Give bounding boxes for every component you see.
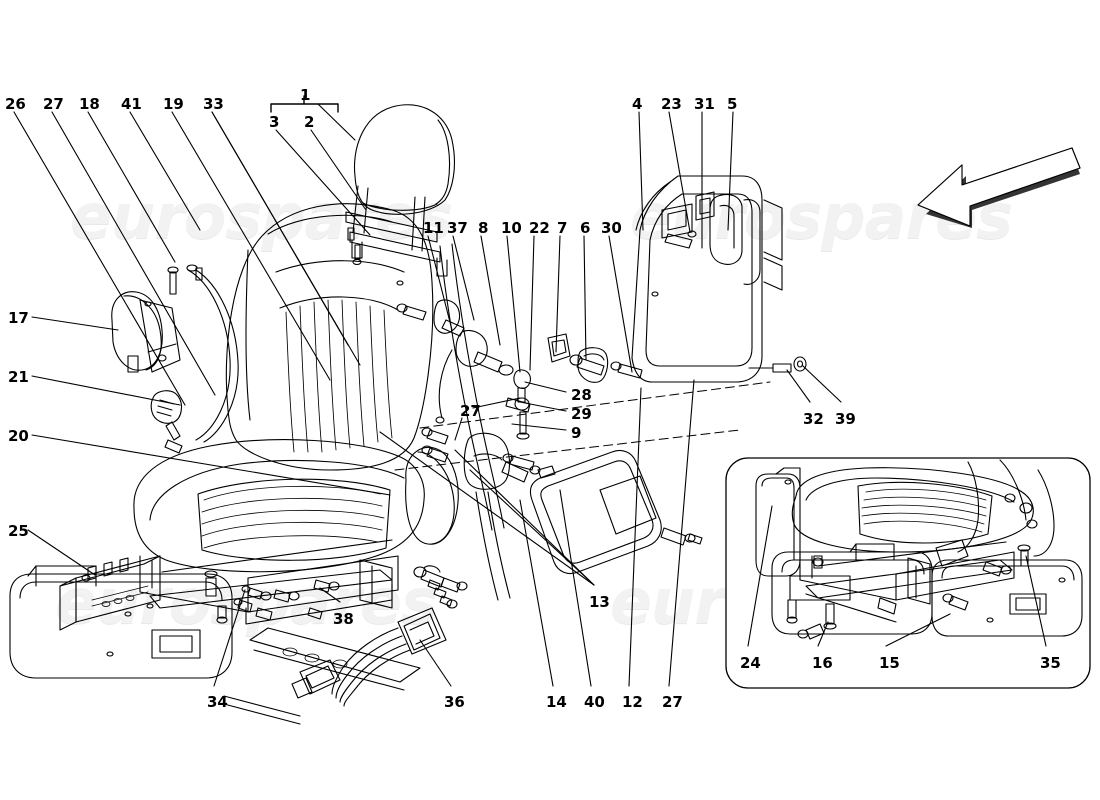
callout-label-35: 35	[1040, 654, 1061, 672]
callout-label-16: 16	[812, 654, 833, 672]
seat-cushion	[133, 439, 425, 573]
callout-label-18: 18	[79, 95, 100, 113]
callout-label-6: 6	[580, 219, 591, 237]
callout-label-27: 27	[460, 402, 481, 420]
seat-frame-rails	[139, 539, 421, 725]
callout-label-15: 15	[879, 654, 900, 672]
callout-label-41: 41	[121, 95, 142, 113]
callout-label-27: 27	[662, 693, 683, 711]
seat-back-rear-panel	[569, 175, 783, 383]
callout-label-24: 24	[740, 654, 761, 672]
callout-label-11: 11	[423, 219, 444, 237]
callout-label-2: 2	[304, 113, 315, 131]
misc-fasteners	[216, 565, 458, 624]
callout-label-33: 33	[203, 95, 224, 113]
callout-label-19: 19	[163, 95, 184, 113]
seat-belt-assembly	[150, 243, 529, 601]
seat-switch-panel	[291, 607, 447, 707]
callout-label-39: 39	[835, 410, 856, 428]
callout-label-36: 36	[444, 693, 465, 711]
dashed-axis-lines	[394, 381, 771, 471]
seat-backrest	[225, 203, 434, 471]
side-trim-cover-17	[111, 266, 203, 373]
callout-label-13: 13	[589, 593, 610, 611]
callout-label-1: 1	[300, 86, 311, 104]
callout-label-8: 8	[478, 219, 489, 237]
leader-lines-topleft	[13, 111, 361, 406]
leader-lines-bottom	[213, 379, 695, 687]
callout-label-40: 40	[584, 693, 605, 711]
callout-label-23: 23	[661, 95, 682, 113]
lower-side-trim-25	[9, 565, 233, 679]
callout-label-17: 17	[8, 309, 29, 327]
callout-label-32: 32	[803, 410, 824, 428]
headrest-assembly	[345, 104, 455, 277]
callout-label-10: 10	[501, 219, 522, 237]
callout-label-4: 4	[632, 95, 643, 113]
seat-hinge-bracket	[241, 566, 468, 620]
callout-label-14: 14	[546, 693, 567, 711]
callout-label-7: 7	[557, 219, 568, 237]
callout-label-5: 5	[727, 95, 738, 113]
direction-arrow	[917, 147, 1081, 228]
callout-label-27: 27	[43, 95, 64, 113]
callout-label-31: 31	[694, 95, 715, 113]
callout-label-26: 26	[5, 95, 26, 113]
callout-label-3: 3	[269, 113, 280, 131]
callout-label-38: 38	[333, 610, 354, 628]
leader-lines-mid	[427, 235, 633, 373]
callout-bracket-1	[270, 95, 339, 113]
callout-label-34: 34	[207, 693, 228, 711]
hardware-cluster	[396, 303, 609, 471]
callout-label-22: 22	[529, 219, 550, 237]
inset-panel	[725, 457, 1091, 689]
seat-control-module	[59, 555, 161, 631]
callout-label-29: 29	[571, 405, 592, 423]
callout-label-25: 25	[8, 522, 29, 540]
callout-label-21: 21	[8, 368, 29, 386]
leader-lines-32-39	[748, 356, 842, 403]
seat-side-shield	[405, 446, 459, 545]
callout-label-30: 30	[601, 219, 622, 237]
callout-label-37: 37	[447, 219, 468, 237]
leader-lines-left	[27, 316, 391, 576]
seat-side-cover-panel	[529, 449, 703, 575]
callout-label-20: 20	[8, 427, 29, 445]
callout-label-9: 9	[571, 424, 582, 442]
inset-leader-lines	[747, 505, 1047, 647]
callout-label-12: 12	[622, 693, 643, 711]
callout-label-28: 28	[571, 386, 592, 404]
